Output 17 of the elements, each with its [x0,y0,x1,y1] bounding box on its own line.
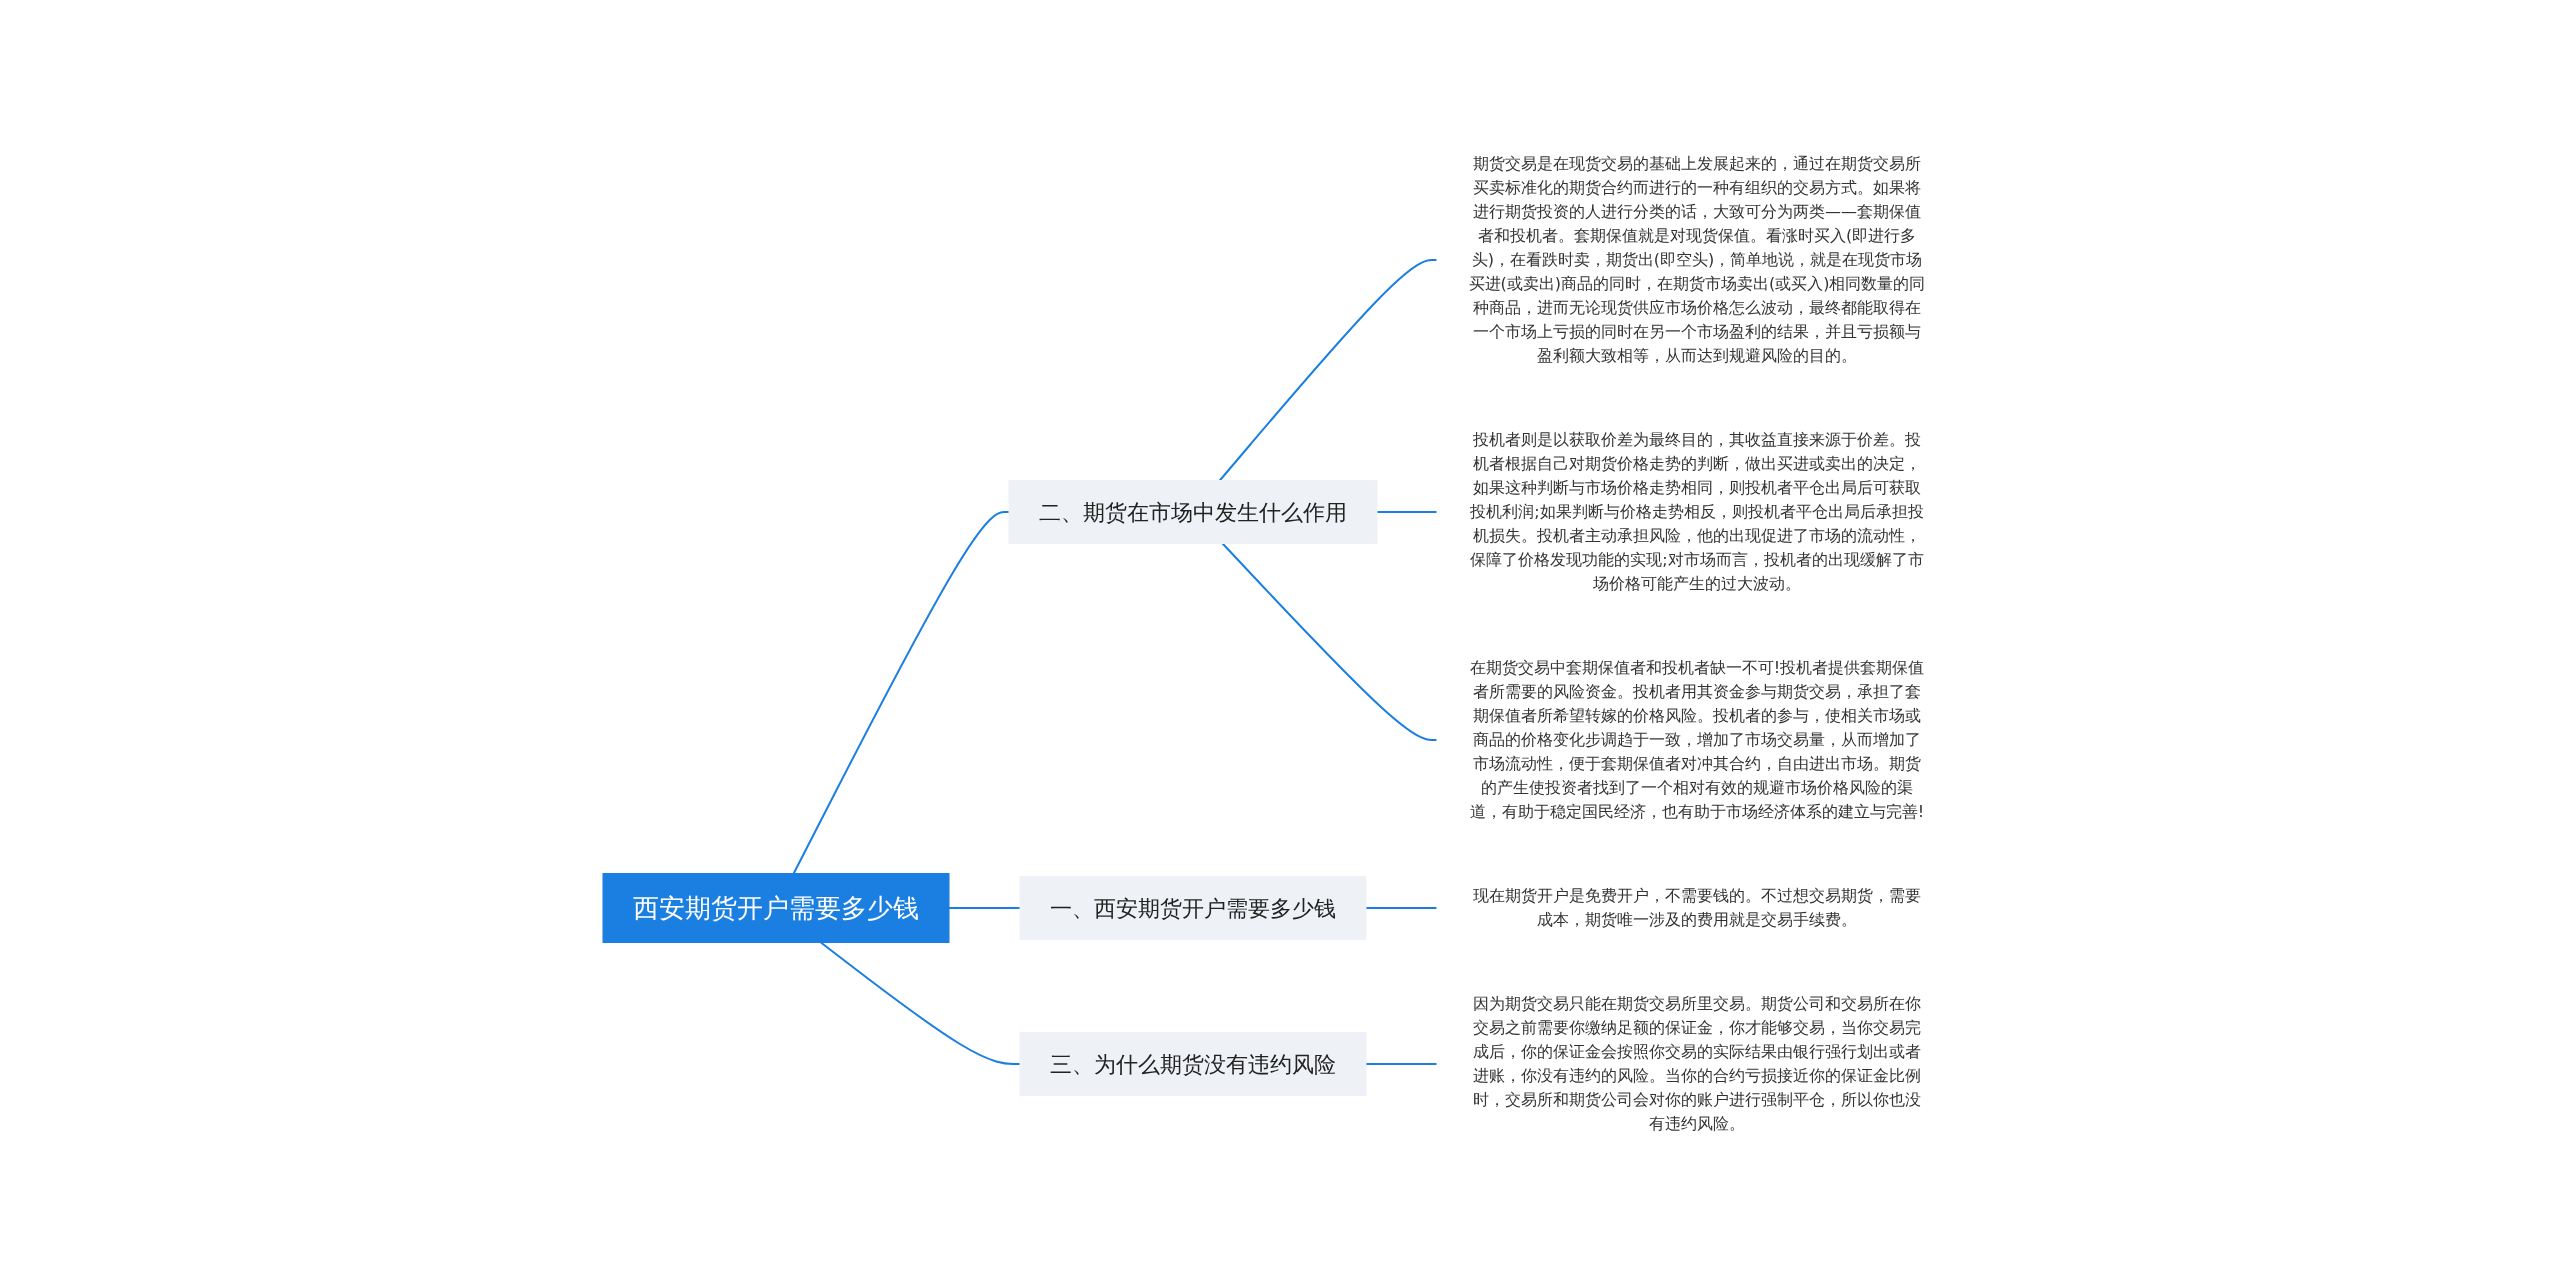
connector [1365,907,1438,909]
connector [1221,542,1438,741]
node-text: 期货交易是在现货交易的基础上发展起来的，通过在期货交易所买卖标准化的期货合约而进行的一种有组织的交易方式。如果将进行期货投资的人进行分类的话，大致可分为两类——套期保值者和投机者。套期保值就是对现货保值。看涨时买入(即进行多头)，在看跌时卖，期货出(即空头)，简单地说，就是在现货市场买进(或卖出)商品的同时，在期货市场卖出(或买入)相同数量的同种商品，进而无论现货供应市场价格怎么波动，最终都能取得在一个市场上亏损的同时在另一个市场盈利的结果，并且亏损额与盈利额大致相等，从而达到规避风险的目的。 [1468,154,1926,365]
connector [1376,511,1438,513]
node-text: 因为期货交易只能在期货交易所里交易。期货公司和交易所在你交易之前需要你缴纳足额的保证金，你才能够交易，当你交易完成后，你的保证金会按照你交易的实际结果由银行强行划出或者进账，你没有违约的风险。当你的合约亏损接近你的保证金比例时，交易所和期货公司会对你的账户进行强制平仓，所以你也没有违约风险。 [1473,994,1921,1133]
node-box: 一、西安期货开户需要多少钱 [1019,876,1367,940]
connector [948,907,1021,909]
connector [792,511,1010,875]
connector [819,941,1021,1065]
node-box: 西安期货开户需要多少钱 [602,873,950,943]
connector [1365,1063,1438,1065]
node-text: 现在期货开户是免费开户，不需要钱的。不过想交易期货，需要成本，期货唯一涉及的费用就是交易手续费。 [1473,886,1921,929]
node-box: 三、为什么期货没有违约风险 [1019,1032,1367,1096]
connector [1218,259,1438,482]
node-text: 投机者则是以获取价差为最终目的，其收益直接来源于价差。投机者根据自己对期货价格走势的判断，做出买进或卖出的决定，如果这种判断与市场价格走势相同，则投机者平仓出局后可获取投机利润;如果判断与价格走势相反，则投机者平仓出局后承担投机损失。投机者主动承担风险，他的出现促进了市场的流动性，保障了价格发现功能的实现;对市场而言，投机者的出现缓解了市场价格可能产生的过大波动。 [1470,430,1924,593]
node-text: 在期货交易中套期保值者和投机者缺一不可!投机者提供套期保值者所需要的风险资金。投机者用其资金参与期货交易，承担了套期保值者所希望转嫁的价格风险。投机者的参与，使相关市场或商品的价格变化步调趋于一致，增加了市场交易量，从而增加了市场流动性，便于套期保值者对冲其合约，自由进出市场。期货的产生使投资者找到了一个相对有效的规避市场价格风险的渠道，有助于稳定国民经济，也有助于市场经济体系的建立与完善! [1469,658,1925,821]
node-box: 二、期货在市场中发生什么作用 [1008,480,1378,544]
